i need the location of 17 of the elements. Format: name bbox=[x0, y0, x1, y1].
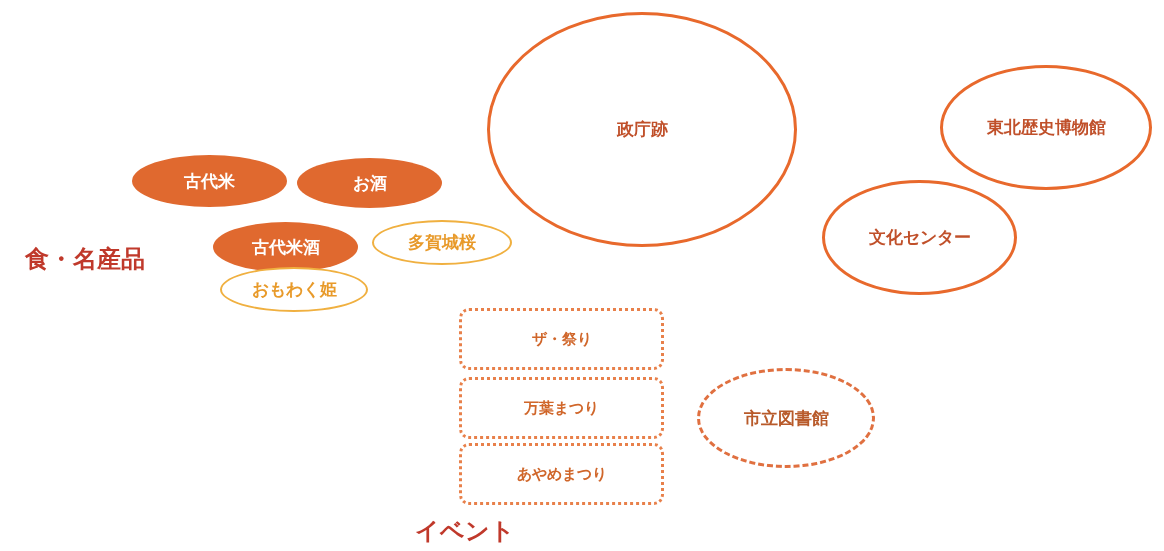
product-label: 古代米酒 bbox=[251, 235, 320, 259]
category-heading: 食・名産品 bbox=[25, 243, 145, 275]
event-label: あやめまつり bbox=[516, 464, 607, 484]
category-heading: イベント bbox=[415, 515, 515, 547]
place-label: 文化センター bbox=[868, 226, 971, 249]
dotted-box bbox=[459, 308, 664, 370]
event-label: 万葉まつり bbox=[524, 398, 599, 418]
product-label: おもわく姫 bbox=[251, 278, 337, 301]
product-label: 古代米 bbox=[184, 169, 235, 193]
product-label: お酒 bbox=[352, 171, 387, 195]
product-label: 多賀城桜 bbox=[408, 231, 476, 254]
event-label: ザ・祭り bbox=[531, 329, 592, 349]
dotted-box bbox=[459, 443, 664, 505]
dotted-box bbox=[459, 377, 664, 439]
place-label: 市立図書館 bbox=[743, 406, 829, 430]
place-label: 政庁跡 bbox=[616, 118, 668, 141]
place-label: 東北歴史博物館 bbox=[986, 116, 1106, 139]
